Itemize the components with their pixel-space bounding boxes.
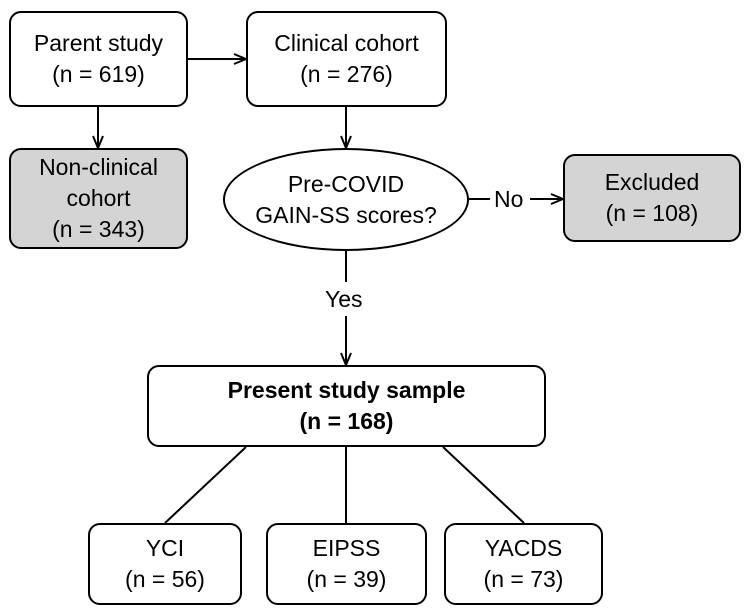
line-sample-to-yacds	[442, 446, 525, 524]
excluded-box: Excluded (n = 108)	[563, 154, 741, 242]
present-sample-box: Present study sample (n = 168)	[147, 365, 546, 447]
clinical-cohort-label: Clinical cohort	[274, 30, 419, 56]
eipss-box: EIPSS (n = 39)	[266, 523, 427, 605]
non-clinical-count: (n = 343)	[52, 216, 145, 242]
yacds-count: (n = 73)	[483, 566, 564, 592]
parent-study-label: Parent study	[33, 30, 164, 56]
clinical-cohort-count: (n = 276)	[300, 61, 393, 87]
parent-study-box: Parent study (n = 619)	[9, 11, 188, 107]
eipss-count: (n = 39)	[306, 566, 387, 592]
parent-study-count: (n = 619)	[52, 61, 145, 87]
present-sample-label: Present study sample	[227, 377, 466, 403]
yacds-label: YACDS	[484, 535, 563, 561]
yci-box: YCI (n = 56)	[88, 523, 242, 605]
yci-count: (n = 56)	[125, 566, 205, 592]
non-clinical-label-line1: Non-clinical	[39, 154, 158, 180]
no-label: No	[491, 185, 527, 213]
decision-line2: GAIN-SS scores?	[255, 201, 437, 228]
non-clinical-label-line2: cohort	[66, 185, 131, 211]
present-sample-count: (n = 168)	[299, 408, 394, 434]
eipss-label: EIPSS	[312, 535, 381, 561]
yci-label: YCI	[145, 535, 185, 561]
yes-label: Yes	[322, 285, 366, 313]
non-clinical-cohort-box: Non-clinical cohort (n = 343)	[9, 148, 188, 249]
excluded-label: Excluded	[604, 169, 700, 195]
decision-ellipse: Pre-COVID GAIN-SS scores?	[223, 148, 469, 251]
excluded-count: (n = 108)	[605, 200, 699, 226]
clinical-cohort-box: Clinical cohort (n = 276)	[246, 11, 447, 107]
decision-line1: Pre-COVID	[287, 170, 405, 197]
line-sample-to-yci	[164, 446, 247, 524]
yacds-box: YACDS (n = 73)	[444, 523, 603, 605]
